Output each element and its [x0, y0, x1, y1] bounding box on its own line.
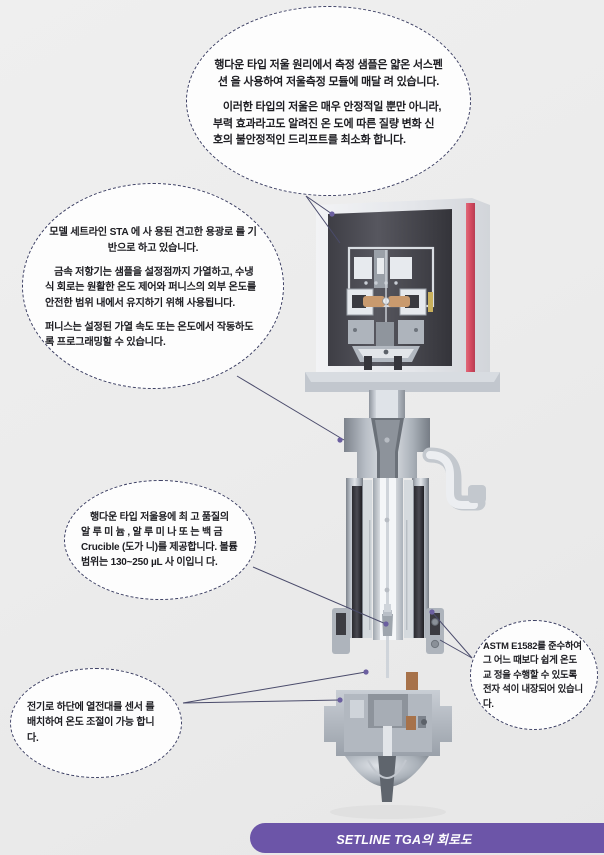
callout-weighing-principle: 행다운 타입 저울 원리에서 측정 샘플은 얇온 서스펜션 을 사용하여 저울측…	[186, 6, 471, 196]
callout-crucible-paragraph-1: 행다운 타입 저울용에 최 고 품질의 알 루 미 늄 , 알 루 미 나 또 …	[81, 512, 238, 568]
callout-astm-paragraph-1: ASTM E1582를 준수하여 그 어느 때보다 쉽게 온도 교 정을 수행할…	[483, 639, 583, 709]
callout-furnace-paragraph-3: 퍼니스는 설정된 가열 속도 또는 온도에서 작동하도록 프로그래밍할 수 있습…	[45, 321, 254, 349]
callout-astm-standard: ASTM E1582를 준수하여 그 어느 때보다 쉽게 온도 교 정을 수행할…	[470, 620, 598, 730]
callout-weighing-paragraph-1: 행다운 타입 저울 원리에서 측정 샘플은 얇온 서스펜션 을 사용하여 저울측…	[214, 59, 443, 88]
callout-furnace-paragraph-2: 금속 저항기는 샘플을 설정점까지 가열하고, 수냉식 회로는 원활한 온도 제…	[45, 266, 257, 309]
callout-weighing-paragraph-2: 이러한 타입의 저울은 매우 안정적일 뿐만 아니라, 부력 효과라고도 알려진…	[213, 101, 442, 147]
callout-furnace-model: 모델 세트라인 STA 에 사 용된 견고한 용광로 를 기 반으로 하고 있습…	[22, 183, 284, 389]
callout-furnace-paragraph-1: 모델 세트라인 STA 에 사 용된 견고한 용광로 를 기 반으로 하고 있습…	[49, 227, 257, 254]
caption-band: SETLINE TGA의 회로도	[250, 823, 604, 853]
callout-thermocouple-paragraph-1: 전기로 하단에 열전대를 센서 를 배치하여 온도 조절이 가능 합니다.	[27, 701, 155, 744]
caption-text: SETLINE TGA의 회로도	[336, 832, 472, 847]
callout-crucible: 행다운 타입 저울용에 최 고 품질의 알 루 미 늄 , 알 루 미 나 또 …	[64, 480, 256, 600]
callout-thermocouple: 전기로 하단에 열전대를 센서 를 배치하여 온도 조절이 가능 합니다.	[10, 668, 182, 778]
